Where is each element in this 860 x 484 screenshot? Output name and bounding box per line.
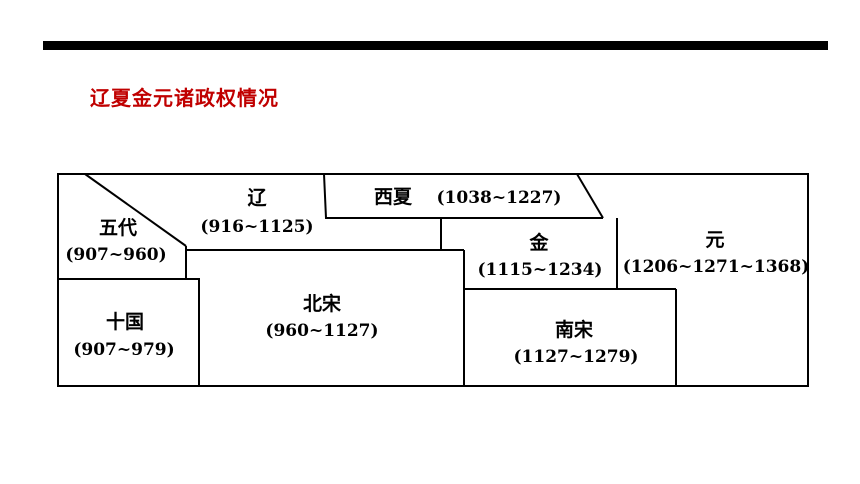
regime-name: 北宋: [303, 292, 341, 315]
regime-years: (1038~1227): [437, 188, 562, 208]
shiguo-border-line: [58, 278, 200, 386]
regime-years: (1206~1271~1368): [623, 257, 810, 277]
regime-name: 西夏: [374, 186, 413, 208]
xixia-diagonal-line: [576, 173, 604, 219]
diagram-lines: [57, 173, 809, 387]
regime-nansong: 南宋 (1127~1279): [514, 318, 639, 367]
regime-name: 十国: [106, 310, 144, 333]
regime-name: 南宋: [555, 318, 593, 341]
regime-xixia: 西夏 (1038~1227): [374, 186, 561, 208]
regime-yuan: 元 (1206~1271~1368): [623, 229, 810, 277]
regime-name: 辽: [247, 187, 266, 209]
regime-years: (960~1127): [265, 321, 378, 341]
xixia-bottom-line: [323, 173, 603, 219]
regime-beisong: 北宋 (960~1127): [265, 292, 378, 341]
regime-years: (1127~1279): [514, 347, 639, 367]
regime-years: (907~960): [65, 245, 166, 265]
regime-jin: 金 (1115~1234): [478, 231, 603, 280]
regime-years: (1115~1234): [478, 260, 603, 280]
header-divider-bar: [43, 41, 828, 50]
regime-years: (907~979): [73, 340, 174, 360]
regime-years: (916~1125): [200, 217, 313, 237]
regime-name: 金: [528, 231, 549, 254]
regime-shiguo: 十国 (907~979): [73, 310, 174, 360]
regime-name: 元: [705, 229, 724, 251]
wudai-diagonal-line: [84, 173, 187, 247]
page-title: 辽夏金元诸政权情况: [90, 86, 279, 110]
regime-liao: 辽 (916~1125): [200, 187, 313, 237]
regime-name: 五代: [99, 217, 137, 239]
regime-wudai: 五代 (907~960): [65, 217, 166, 265]
